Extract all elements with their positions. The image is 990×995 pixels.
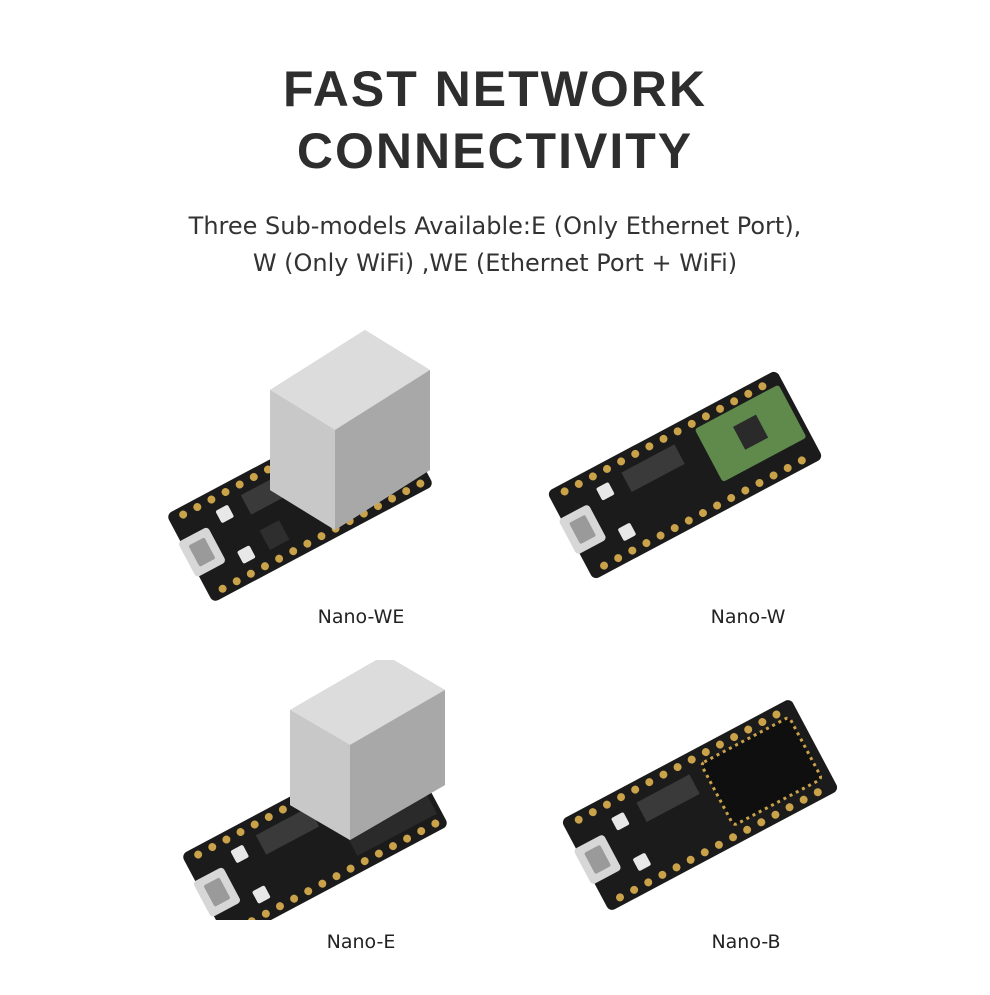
product-label-nano-b: Nano-B xyxy=(711,931,781,953)
nano-b-board-image xyxy=(562,700,838,910)
nano-we-board-image xyxy=(168,330,432,601)
product-nano-b xyxy=(560,695,860,995)
product-label-nano-e: Nano-E xyxy=(326,931,396,953)
title-line-1: FAST NETWORK xyxy=(283,61,707,117)
page-title: FAST NETWORK CONNECTIVITY xyxy=(0,58,990,182)
nano-e-board-image xyxy=(183,660,447,920)
product-label-nano-w: Nano-W xyxy=(710,606,786,628)
nano-w-board-image xyxy=(548,371,822,579)
subtitle-line-2: W (Only WiFi) ,WE (Ethernet Port + WiFi) xyxy=(252,249,738,277)
product-nano-e xyxy=(180,660,480,960)
product-nano-we xyxy=(160,315,460,615)
subtitle: Three Sub-models Available:E (Only Ether… xyxy=(0,208,990,282)
subtitle-line-1: Three Sub-models Available:E (Only Ether… xyxy=(188,212,802,240)
product-nano-w xyxy=(545,365,845,665)
product-label-nano-we: Nano-WE xyxy=(317,606,405,628)
title-line-2: CONNECTIVITY xyxy=(296,123,694,179)
